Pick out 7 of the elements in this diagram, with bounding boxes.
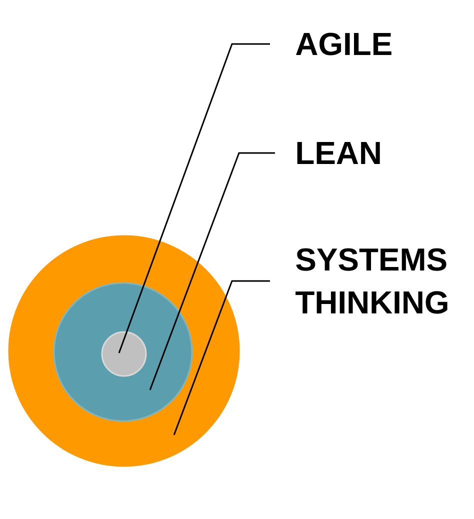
leader-line	[173, 280, 270, 436]
leader-line	[118, 43, 270, 354]
item-label: AGILE	[296, 32, 392, 56]
circle	[101, 331, 147, 377]
item-label: LEAN	[297, 142, 380, 164]
item-label: SYSTEMS THINKING	[296, 248, 448, 314]
leader-line	[149, 152, 275, 390]
